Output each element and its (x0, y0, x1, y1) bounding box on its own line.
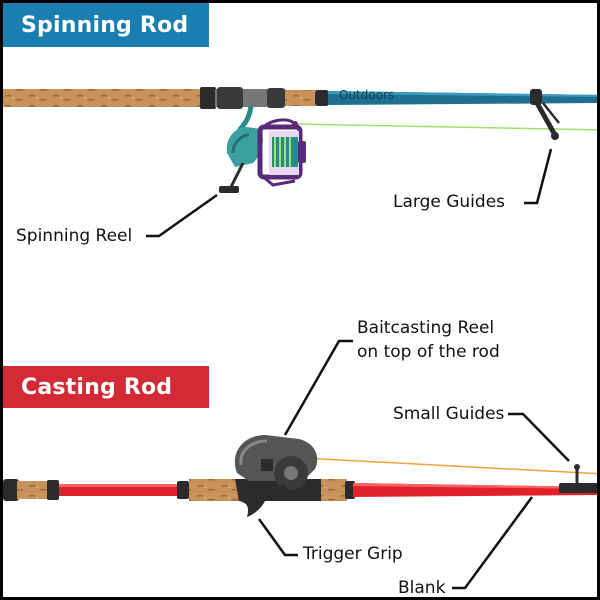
spinning-rod-banner: Spinning Rod (3, 3, 209, 47)
spinning-seat-nut (267, 88, 285, 108)
large-guides-label: Large Guides (393, 192, 506, 212)
casting-handle-check (177, 481, 189, 499)
rod-illustrations (3, 87, 597, 590)
baitcasting-reel (234, 435, 319, 493)
spinning-winding-check (315, 90, 329, 106)
trigger-grip-leader-line (257, 518, 298, 557)
small-guides-leader-line (508, 412, 570, 462)
blank-leader-line (452, 496, 534, 590)
casting-rear-check (47, 480, 59, 500)
spinning-reel (219, 105, 306, 193)
baitcasting-reel-label-line1: Baitcasting Reel (357, 318, 495, 338)
casting-small-guide (559, 464, 597, 493)
casting-rod-banner: Casting Rod (3, 366, 209, 408)
casting-fore-cork (189, 479, 239, 501)
casting-trigger-grip (235, 479, 321, 517)
spinning-handle-cap (200, 87, 216, 109)
spinning-seat-hood (217, 87, 243, 109)
casting-butt-cap (3, 479, 19, 501)
spinning-reel-label: Spinning Reel (16, 226, 133, 246)
casting-front-cork (321, 479, 347, 501)
spinning-rear-cork (3, 89, 203, 107)
rod-brand-text: Outdoors (339, 88, 395, 102)
blank-label: Blank (398, 578, 446, 598)
small-guides-label: Small Guides (393, 404, 505, 424)
spinning-rod (3, 87, 597, 238)
large-guides-leader-line (524, 148, 553, 205)
spinning-fore-cork (285, 90, 317, 106)
casting-rod (3, 339, 597, 590)
spinning-large-guide (530, 89, 560, 140)
casting-rear-cork (17, 481, 49, 499)
casting-fishing-line (302, 457, 597, 475)
trigger-grip-label: Trigger Grip (303, 544, 403, 564)
spinning-reel-leader-line (146, 193, 218, 238)
baitcasting-reel-leader-line (283, 339, 353, 436)
baitcasting-reel-label-line2: on top of the rod (357, 342, 500, 362)
